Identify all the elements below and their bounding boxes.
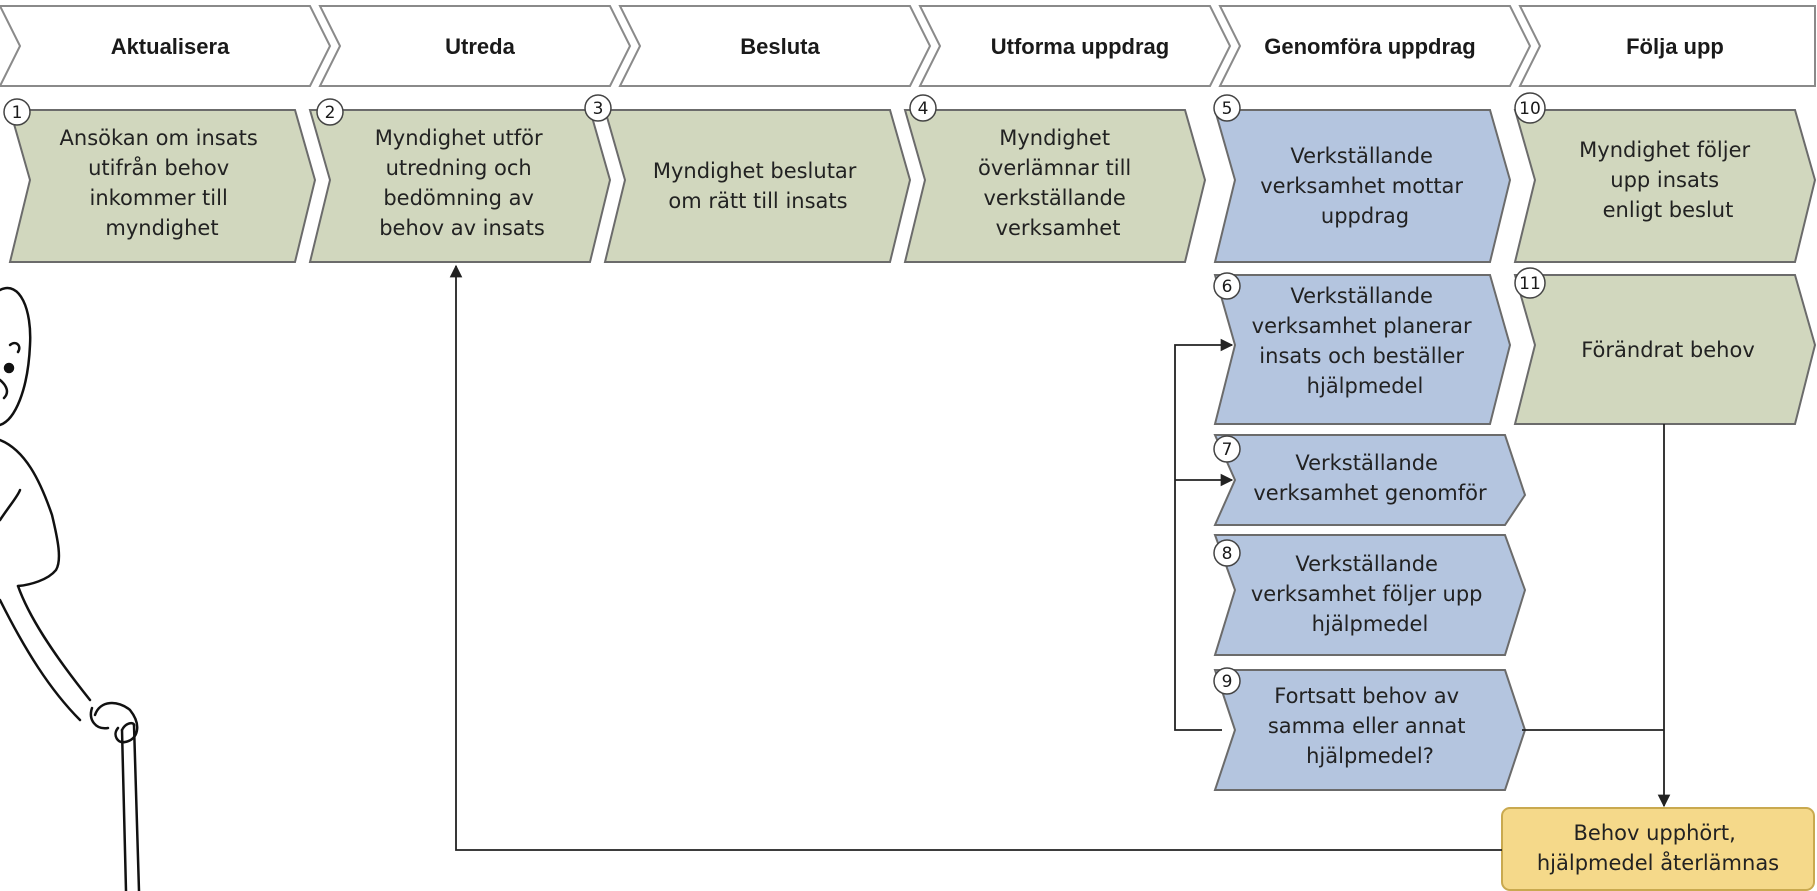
step-2-text: Myndighet utför utredning och bedömning … xyxy=(375,126,550,240)
phase-besluta: Besluta xyxy=(618,5,932,87)
phase-label: Utreda xyxy=(445,34,515,59)
step-3-text: Myndighet beslutar om rätt till insats xyxy=(653,159,863,213)
svg-text:7: 7 xyxy=(1222,440,1233,460)
step-number-8: 8 xyxy=(1213,539,1241,567)
step-7-text: Verkställande verksamhet genomför xyxy=(1253,451,1487,505)
step-number-1: 1 xyxy=(3,98,31,126)
phase-label: Följa upp xyxy=(1626,34,1724,59)
svg-text:3: 3 xyxy=(593,99,604,119)
step-8-text: Verkställande verksamhet följer upp hjäl… xyxy=(1251,552,1489,636)
elderly-person-with-cane-icon xyxy=(0,286,141,891)
step-number-3: 3 xyxy=(584,94,612,122)
step-number-9: 9 xyxy=(1213,667,1241,695)
end-to-step2-line xyxy=(449,264,1502,851)
step-number-5: 5 xyxy=(1213,94,1241,122)
step-number-11: 11 xyxy=(1514,267,1546,299)
step-6-text: Verkställande verksamhet planerar insats… xyxy=(1252,284,1479,398)
phase-utreda: Utreda xyxy=(318,5,632,87)
svg-text:4: 4 xyxy=(918,99,929,119)
phase-label: Genomföra uppdrag xyxy=(1264,34,1475,59)
step-number-10: 10 xyxy=(1514,92,1546,124)
end-box: Behov upphört, hjälpmedel återlämnas xyxy=(1501,807,1815,891)
step-number-4: 4 xyxy=(909,94,937,122)
phase-folja-upp: Följa upp xyxy=(1518,5,1816,87)
step-2: Myndighet utför utredning och bedömning … xyxy=(308,109,612,263)
step-number-2: 2 xyxy=(316,98,344,126)
phase-label: Besluta xyxy=(740,34,820,59)
svg-text:6: 6 xyxy=(1222,277,1233,297)
step-3: Myndighet beslutar om rätt till insats xyxy=(603,109,912,263)
step-1-text: Ansökan om insats utifrån behov inkommer… xyxy=(60,126,265,240)
step-9: Fortsatt behov av samma eller annat hjäl… xyxy=(1213,669,1527,791)
svg-text:2: 2 xyxy=(325,103,336,123)
step-number-6: 6 xyxy=(1213,272,1241,300)
step-number-7: 7 xyxy=(1213,435,1241,463)
step-10-text: Myndighet följer upp insats enligt beslu… xyxy=(1579,138,1757,222)
step-6: Verkställande verksamhet planerar insats… xyxy=(1213,274,1512,425)
end-box-text: Behov upphört, hjälpmedel återlämnas xyxy=(1537,821,1779,875)
svg-text:11: 11 xyxy=(1519,274,1541,294)
step-11: Förändrat behov xyxy=(1513,274,1817,425)
phase-aktualisera: Aktualisera xyxy=(0,5,332,87)
loop-line xyxy=(1174,338,1234,731)
svg-text:10: 10 xyxy=(1519,99,1541,119)
phase-label: Utforma uppdrag xyxy=(991,34,1169,59)
svg-text:8: 8 xyxy=(1222,544,1233,564)
svg-text:9: 9 xyxy=(1222,672,1233,692)
phase-genomfora-uppdrag: Genomföra uppdrag xyxy=(1218,5,1532,87)
step-10: Myndighet följer upp insats enligt beslu… xyxy=(1513,109,1817,263)
step-7: Verkställande verksamhet genomför xyxy=(1213,434,1527,526)
svg-text:5: 5 xyxy=(1222,99,1233,119)
phase-header-row: Aktualisera Utreda Besluta Utforma uppdr… xyxy=(0,5,1816,87)
svg-text:1: 1 xyxy=(12,103,23,123)
step-11-text: Förändrat behov xyxy=(1581,338,1755,362)
phase-label: Aktualisera xyxy=(111,34,230,59)
phase-utforma-uppdrag: Utforma uppdrag xyxy=(918,5,1232,87)
step-4: Myndighet överlämnar till verkställande … xyxy=(903,109,1207,263)
connectors xyxy=(449,264,1671,851)
step-number-markers: 1 2 3 4 5 10 6 11 7 8 9 xyxy=(3,92,1546,695)
step-5: Verkställande verksamhet mottar uppdrag xyxy=(1213,109,1512,263)
step-9-text: Fortsatt behov av samma eller annat hjäl… xyxy=(1268,684,1472,768)
step-1: Ansökan om insats utifrån behov inkommer… xyxy=(8,109,317,263)
step-5-text: Verkställande verksamhet mottar uppdrag xyxy=(1260,144,1470,228)
step-4-text: Myndighet överlämnar till verkställande … xyxy=(978,126,1138,240)
step-8: Verkställande verksamhet följer upp hjäl… xyxy=(1213,534,1527,656)
